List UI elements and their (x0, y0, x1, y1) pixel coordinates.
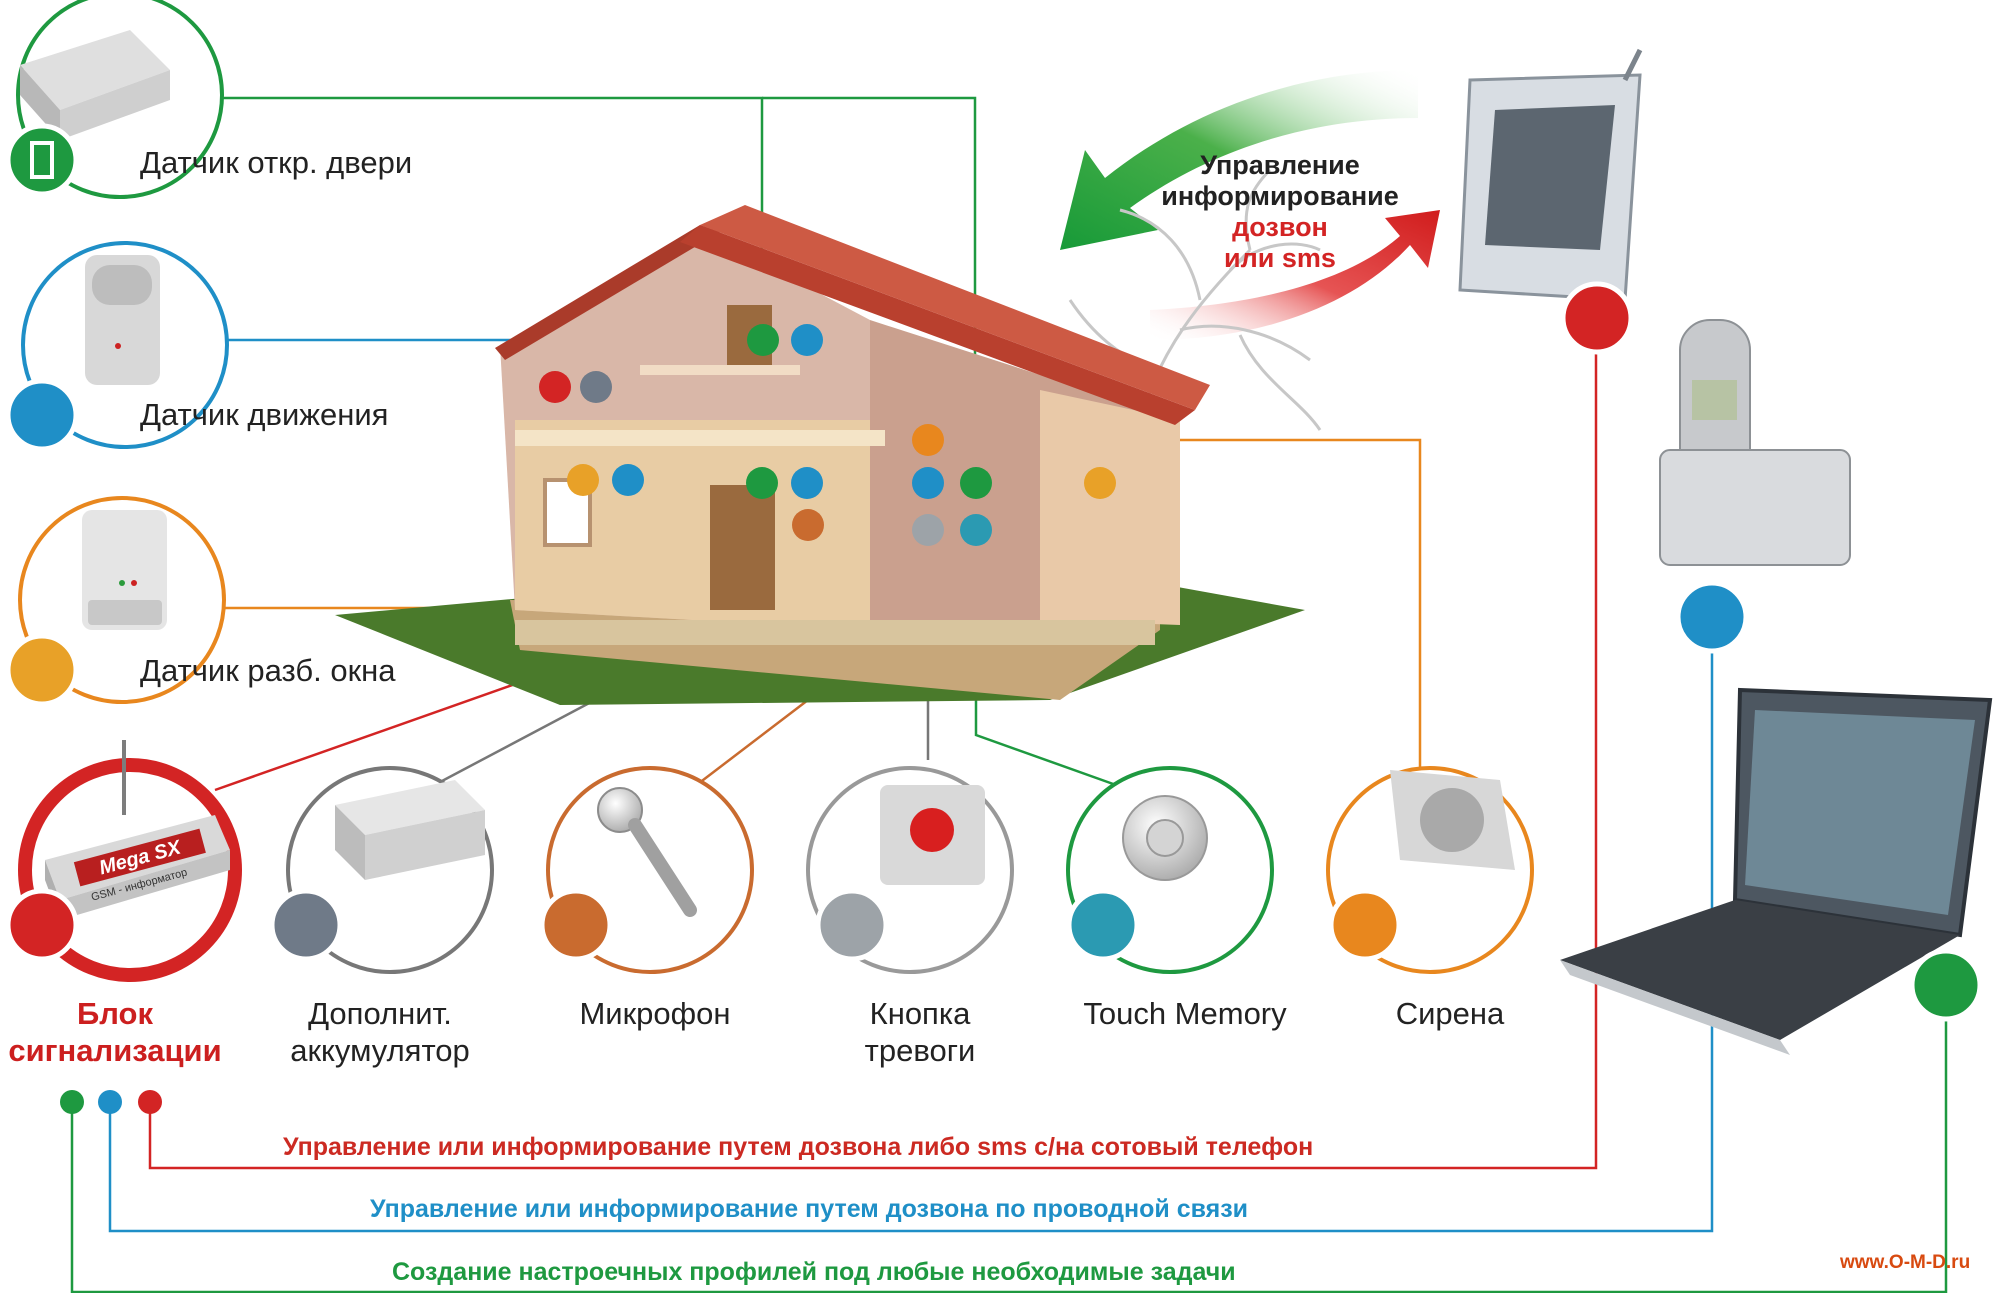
device-label-touch-memory: Touch Memory (1083, 996, 1287, 1031)
alarm-button-icon (815, 888, 889, 962)
device-alarm-button (806, 766, 1014, 974)
laptop-icon (1909, 948, 1983, 1022)
device-label-siren: Сирена (1395, 996, 1505, 1031)
device-label-block: Блок сигнализации (0, 995, 230, 1069)
door-icon (747, 324, 779, 356)
device-label-block-line2: сигнализации (8, 1033, 222, 1068)
door-icon (5, 123, 79, 197)
profile-channel-line (70, 1015, 1948, 1293)
house (335, 205, 1305, 705)
device-label-block-line1: Блок (76, 996, 154, 1031)
sensor-label-window: Датчик разб. окна (140, 653, 396, 688)
cellphone-icon (1560, 281, 1634, 355)
window-icon (5, 633, 79, 707)
landline-phone-icon (1675, 580, 1749, 654)
device-siren (1326, 766, 1534, 974)
device-label-battery: Дополнит. аккумулятор (250, 995, 510, 1069)
speaker-icon (1328, 888, 1402, 962)
control-line2: информирование (1161, 181, 1399, 211)
door-icon (960, 467, 992, 499)
device-touch-memory (1066, 766, 1274, 974)
control-arrow-icon (1060, 70, 1418, 250)
running-man-icon (5, 378, 79, 452)
sensor-motion (5, 241, 229, 452)
block-line (214, 385, 557, 792)
control-title: Управление информирование дозвон или sms (1110, 150, 1450, 274)
wired-channel-dot (98, 1090, 122, 1114)
control-line3: дозвон (1232, 212, 1328, 242)
device-label-alarm-button: Кнопка тревоги (810, 995, 1030, 1069)
cellular-channel-line (148, 340, 1598, 1170)
channel-wired-text: Управление или информирование путем дозв… (370, 1195, 1249, 1223)
window-icon (567, 464, 599, 496)
channel-profiles-text: Создание настроечных профилей под любые … (392, 1258, 1236, 1286)
microphone-icon (792, 509, 824, 541)
running-man-icon (791, 467, 823, 499)
device-label-battery-line2: аккумулятор (290, 1033, 470, 1068)
speaker-icon (912, 424, 944, 456)
sensor-label-door: Датчик откр. двери (140, 145, 413, 180)
target-landline (1659, 319, 1851, 654)
microphone-icon (539, 888, 613, 962)
sensor-label-motion: Датчик движения (140, 397, 389, 432)
running-man-icon (791, 324, 823, 356)
phone-keypad-icon (539, 371, 571, 403)
touch-memory-icon (1066, 888, 1140, 962)
cellular-channel-dot (138, 1090, 162, 1114)
device-label-alarm-line2: тревоги (864, 1033, 976, 1068)
target-cellphone (1458, 48, 1643, 355)
sensor-window (5, 496, 226, 707)
website-link[interactable]: www.O-M-D.ru (1840, 1252, 1971, 1273)
control-line1: Управление (1200, 150, 1360, 180)
target-laptop (1560, 687, 1993, 1055)
profile-channel-dot (60, 1090, 84, 1114)
alarm-button-icon (912, 514, 944, 546)
phone-keypad-icon (5, 888, 79, 962)
device-battery (269, 766, 494, 974)
sensor-door (5, 0, 224, 199)
channel-cellular-text: Управление или информирование путем дозв… (283, 1133, 1314, 1161)
battery-icon (580, 371, 612, 403)
device-alarm-block: Mega SX GSM - информатор (5, 740, 242, 982)
device-label-alarm-line1: Кнопка (869, 996, 971, 1031)
battery-icon (269, 888, 343, 962)
inform-arrow-icon (1150, 210, 1440, 340)
running-man-icon (912, 467, 944, 499)
touch-memory-icon (960, 514, 992, 546)
window-icon (1084, 467, 1116, 499)
device-label-microphone: Микрофон (579, 996, 731, 1031)
running-man-icon (612, 464, 644, 496)
house-icons (539, 324, 1116, 546)
device-label-battery-line1: Дополнит. (308, 996, 452, 1031)
door-icon (746, 467, 778, 499)
device-microphone (539, 766, 754, 974)
control-line4: или sms (1224, 243, 1336, 273)
